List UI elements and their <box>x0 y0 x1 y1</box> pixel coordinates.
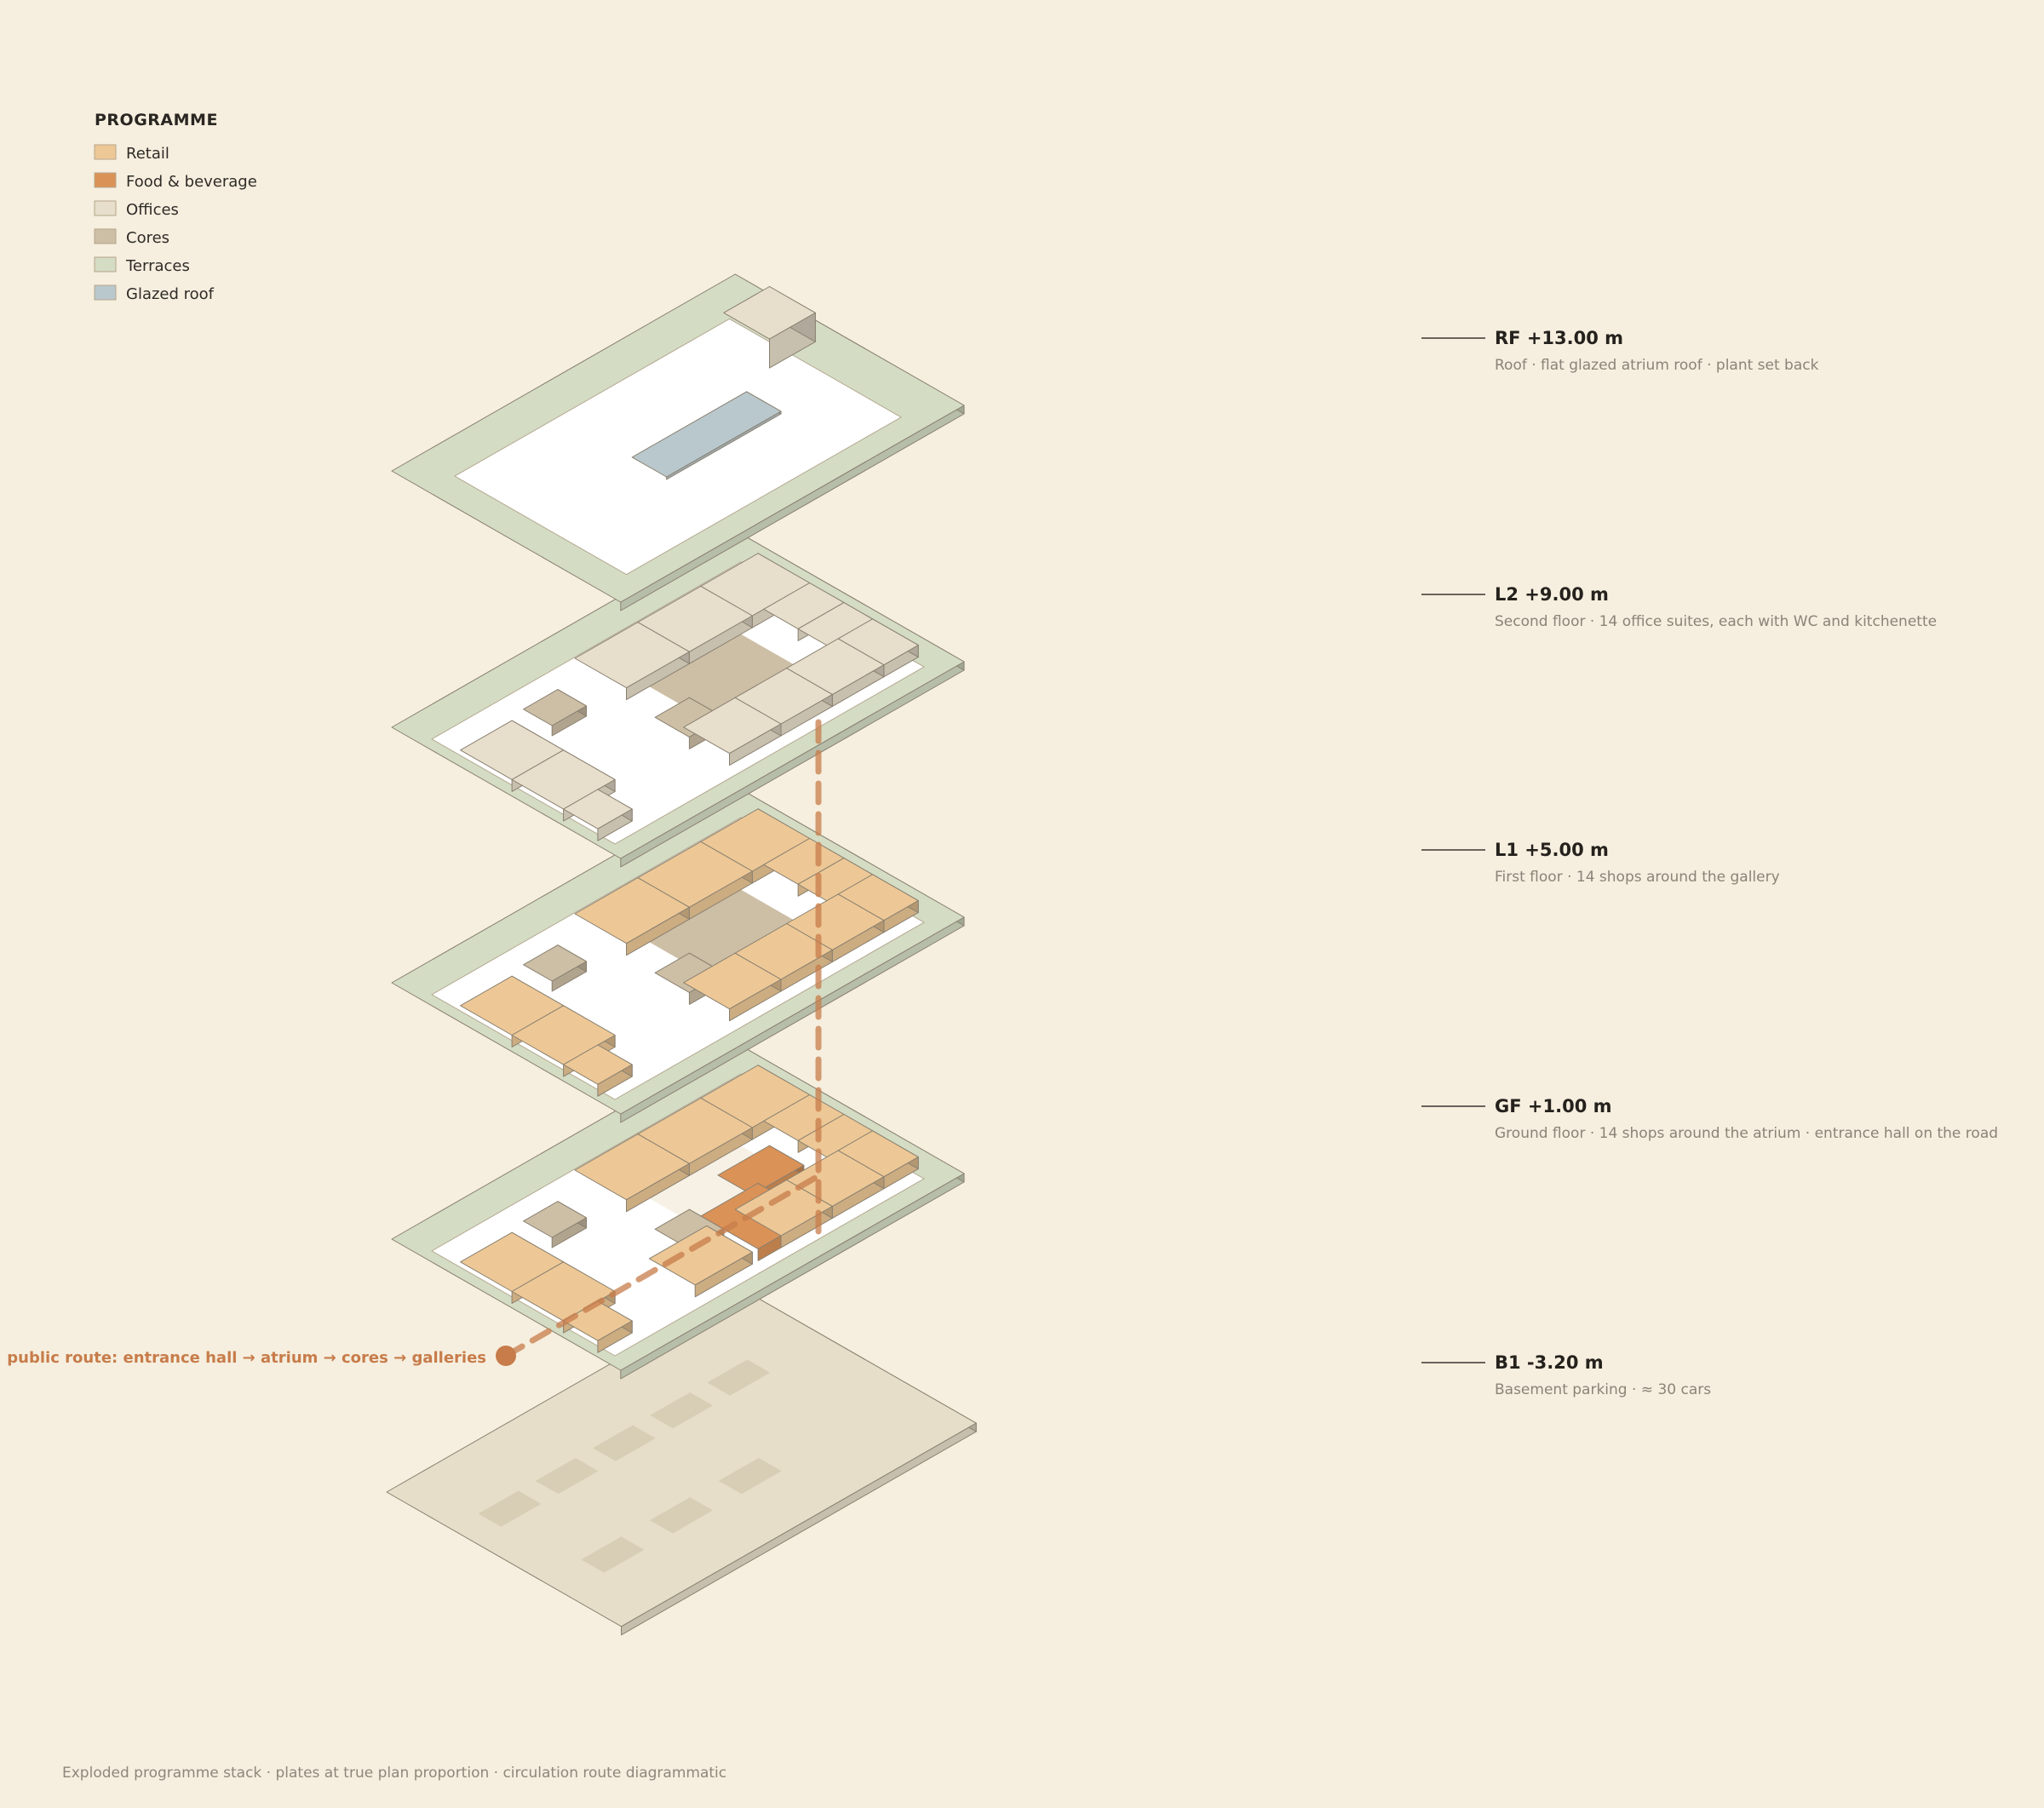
l1-unit-left-2-top <box>563 1044 633 1085</box>
level-desc-gf: Ground floor · 14 shops around the atriu… <box>1495 1125 1998 1142</box>
level-name-gf: GF +1.00 m <box>1495 1096 1612 1116</box>
legend-swatch-glazed-roof <box>94 284 117 301</box>
legend-swatch-food <box>94 172 117 188</box>
legend-swatch-offices <box>94 200 117 216</box>
l1-unit-front-3-top <box>837 874 919 921</box>
route-horizontal-line <box>502 1170 826 1359</box>
level-desc-b1: Basement parking · ≈ 30 cars <box>1495 1381 1711 1398</box>
plate-gf <box>391 1042 965 1380</box>
public-route: public route: entrance hall → atrium → c… <box>7 719 826 1367</box>
footnote: Exploded programme stack · plates at tru… <box>62 1765 726 1782</box>
legend-label-glazed-roof: Glazed roof <box>126 285 215 303</box>
legend-swatch-retail <box>94 144 117 160</box>
plate-b1 <box>386 1288 977 1636</box>
gf-unit-front-3-top <box>837 1130 919 1178</box>
plate-rf <box>391 273 965 611</box>
l1-atrium-void <box>643 886 799 975</box>
l2-core-left-top <box>523 689 587 726</box>
legend-swatch-cores <box>94 228 117 244</box>
b1-parking-bay-4 <box>707 1359 771 1396</box>
b1-parking-bay-6 <box>650 1497 713 1534</box>
l1-core-left-top <box>523 944 587 982</box>
legend-label-terraces: Terraces <box>125 257 190 275</box>
level-name-l2: L2 +9.00 m <box>1495 584 1609 605</box>
level-name-b1: B1 -3.20 m <box>1495 1352 1604 1373</box>
route-start-marker <box>496 1346 516 1366</box>
level-name-l1: L1 +5.00 m <box>1495 840 1609 860</box>
rf-glazed-roof-top <box>631 391 782 478</box>
gf-food-unit-a-top <box>717 1145 805 1196</box>
b1-parking-bay-7 <box>718 1457 782 1495</box>
level-desc-l2: Second floor · 14 office suites, each wi… <box>1495 613 1937 630</box>
legend-swatch-terraces <box>94 256 117 273</box>
level-desc-l1: First floor · 14 shops around the galler… <box>1495 869 1780 886</box>
plate-l1 <box>391 785 965 1123</box>
legend-label-cores: Cores <box>126 229 169 247</box>
legend-label-retail: Retail <box>126 145 169 163</box>
gf-core-left-top <box>523 1201 587 1238</box>
legend: PROGRAMME Retail Food & beverage Offices… <box>94 111 257 303</box>
rf-plant-box-top <box>723 286 816 340</box>
b1-parking-bay-5 <box>581 1536 645 1573</box>
l2-unit-front-3-top <box>837 618 919 666</box>
level-name-rf: RF +13.00 m <box>1495 328 1623 348</box>
legend-title: PROGRAMME <box>95 111 218 129</box>
b1-parking-bay-3 <box>650 1392 713 1429</box>
b1-parking-bay-0 <box>478 1490 542 1527</box>
l2-atrium-void <box>643 630 799 720</box>
plate-l2 <box>391 530 965 868</box>
gf-unit-front-entry-top <box>648 1225 753 1286</box>
legend-label-food: Food & beverage <box>126 173 257 191</box>
level-desc-rf: Roof · flat glazed atrium roof · plant s… <box>1495 357 1819 374</box>
b1-parking-bay-2 <box>592 1425 656 1461</box>
b1-parking-bay-1 <box>535 1458 599 1495</box>
legend-label-offices: Offices <box>126 201 179 219</box>
level-callouts: RF +13.00 m Roof · flat glazed atrium ro… <box>1421 328 1998 1398</box>
route-label: public route: entrance hall → atrium → c… <box>7 1349 486 1367</box>
l2-unit-left-2-top <box>563 789 633 829</box>
l2-unit-left-1-top <box>511 749 616 810</box>
